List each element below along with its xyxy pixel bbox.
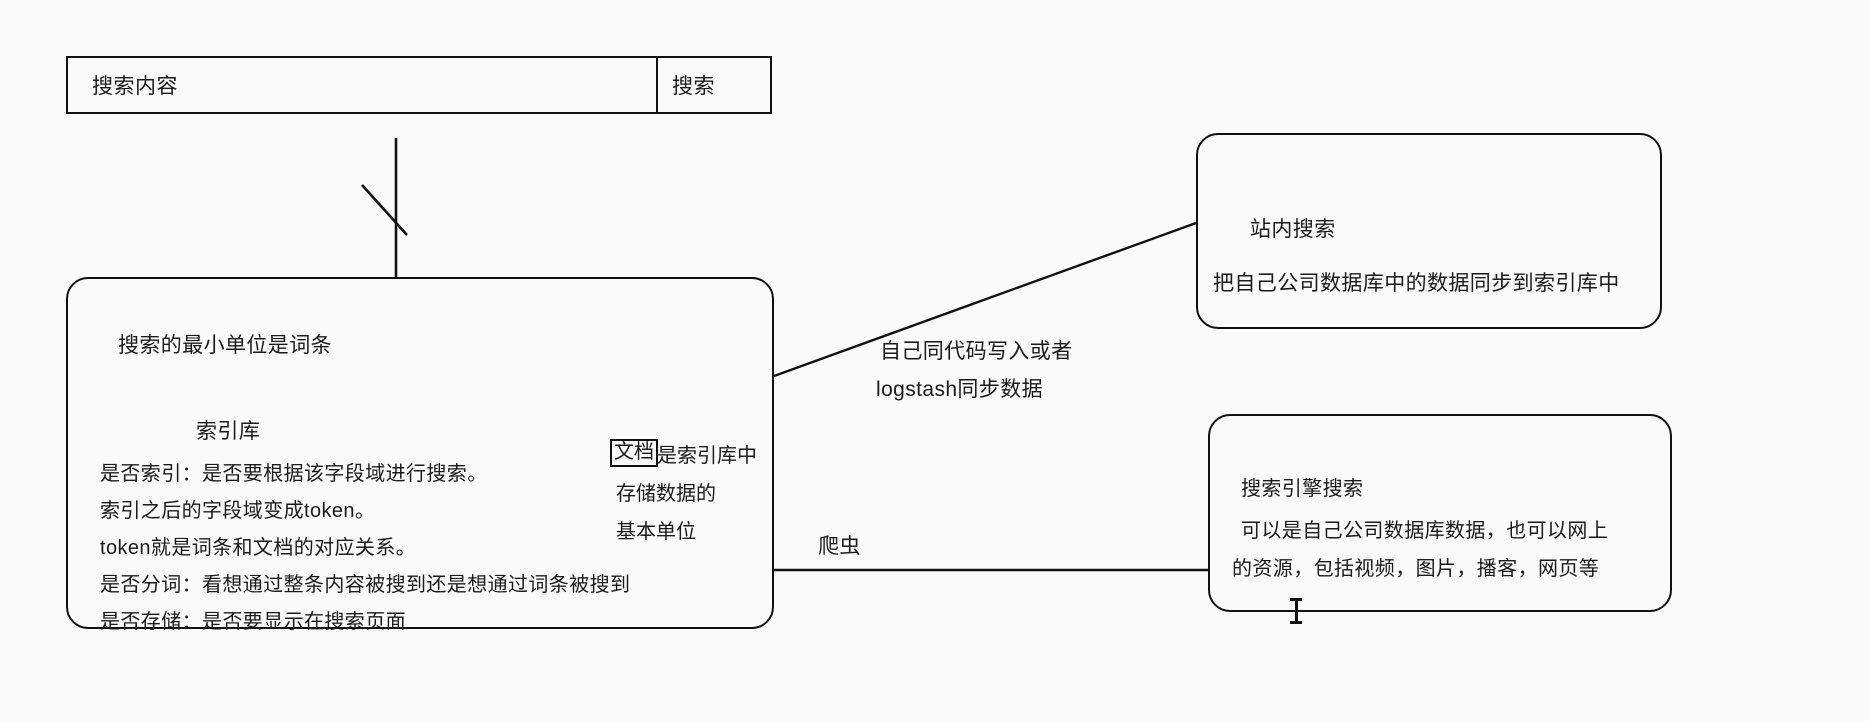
- card-site-search: [1196, 133, 1662, 329]
- index-card-row-1: 是否索引：是否要根据该字段域进行搜索。: [100, 463, 488, 485]
- engine-search-heading: 搜索引擎搜索: [1241, 478, 1364, 500]
- text-caret-icon: [1290, 598, 1302, 624]
- text-caret-bottom-bar: [1290, 621, 1302, 624]
- document-note-line-3: 基本单位: [616, 520, 696, 543]
- search-input-value: 搜索内容: [92, 75, 178, 98]
- index-card-row-5: 是否存储：是否要显示在搜索页面: [100, 611, 406, 633]
- index-card-row-2: 索引之后的字段域变成token。: [100, 500, 376, 522]
- document-note-line-1-rest: 是索引库中: [657, 444, 757, 467]
- search-button[interactable]: 搜索: [656, 58, 770, 112]
- engine-search-body-line-2: 的资源，包括视频，图片，播客，网页等: [1232, 558, 1600, 580]
- index-card-subheading: 索引库: [196, 420, 261, 443]
- search-input[interactable]: 搜索内容: [68, 58, 656, 112]
- text-caret-stem: [1295, 598, 1298, 624]
- wire-search-to-index-arrowhead: [361, 184, 408, 236]
- document-note: 文档 是索引库中 存储数据的 基本单位: [610, 438, 757, 544]
- search-bar: 搜索内容 搜索: [66, 56, 772, 114]
- index-card-heading: 搜索的最小单位是词条: [118, 334, 332, 357]
- engine-search-body-line-1: 可以是自己公司数据库数据，也可以网上: [1241, 520, 1609, 542]
- card-engine-search: [1208, 414, 1672, 612]
- edge-label-sync-line-2: logstash同步数据: [876, 378, 1044, 401]
- search-button-label: 搜索: [672, 75, 715, 98]
- index-card-row-3: token就是词条和文档的对应关系。: [100, 537, 417, 559]
- edge-label-crawler: 爬虫: [818, 535, 861, 558]
- document-chip: 文档: [610, 439, 658, 467]
- index-card-row-4: 是否分词：看想通过整条内容被搜到还是想通过词条被搜到: [100, 574, 631, 596]
- site-search-heading: 站内搜索: [1250, 218, 1336, 241]
- edge-label-sync-line-1: 自己同代码写入或者: [880, 340, 1073, 363]
- document-note-line-2: 存储数据的: [616, 482, 716, 505]
- document-note-line-1: 文档 是索引库中: [610, 438, 757, 468]
- site-search-body: 把自己公司数据库中的数据同步到索引库中: [1213, 272, 1620, 295]
